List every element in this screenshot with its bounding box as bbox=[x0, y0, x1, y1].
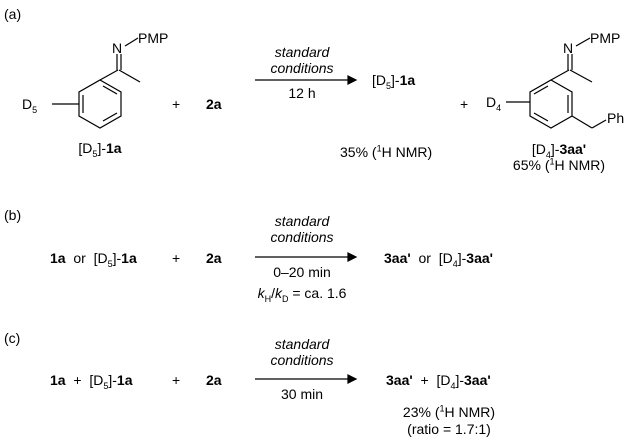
arrow-condition-bottom: 30 min bbox=[280, 386, 324, 402]
benzyl-bond bbox=[591, 119, 607, 129]
benzyl-bond bbox=[571, 115, 593, 129]
reactant-d5-label: D5 bbox=[22, 96, 38, 115]
product-n-atom: N bbox=[563, 40, 574, 56]
product-ring bbox=[529, 79, 573, 129]
panel-c-yield: 23% (1H NMR) bbox=[402, 403, 496, 420]
reagent-2a: 2a bbox=[206, 250, 222, 266]
product-ph-group: Ph bbox=[607, 110, 625, 126]
product2-yield: 65% (1H NMR) bbox=[512, 156, 606, 173]
reactant-ring bbox=[78, 79, 122, 129]
methyl-bond bbox=[118, 69, 141, 83]
n-pmp-bond bbox=[575, 37, 591, 47]
plus-sign: + bbox=[172, 372, 181, 388]
product-d5-1a: [D5]-1a bbox=[372, 72, 416, 91]
n-pmp-bond bbox=[124, 37, 139, 47]
panel-c-products: 3aa' + [D4]-3aa' bbox=[386, 372, 491, 391]
plus-sign: + bbox=[172, 250, 181, 266]
reagent-2a: 2a bbox=[206, 372, 222, 388]
aryl-c-bond bbox=[99, 69, 119, 81]
arrow-condition-top: conditions bbox=[270, 229, 334, 245]
panel-c-ratio: (ratio = 1.7:1) bbox=[407, 421, 491, 437]
ring-double-bond bbox=[102, 85, 118, 95]
arrow-condition-top: conditions bbox=[270, 60, 334, 76]
panel-c-reactants: 1a + [D5]-1a bbox=[50, 372, 133, 391]
ring-double-bond bbox=[533, 112, 549, 122]
product-pmp-group: PMP bbox=[590, 30, 621, 46]
reactant-pmp-group: PMP bbox=[138, 30, 169, 46]
arrow-condition-bottom: 12 h bbox=[288, 85, 316, 101]
arrow-condition-top: standard bbox=[274, 336, 330, 352]
methyl-bond bbox=[569, 69, 593, 83]
aryl-c-bond bbox=[550, 69, 570, 81]
kie-value: kH/kD = ca. 1.6 bbox=[257, 285, 347, 304]
panel-a-label: (a) bbox=[4, 6, 22, 22]
ring-double-bond bbox=[533, 85, 549, 95]
product-d4-3aa-caption: [D4]-3aa' bbox=[531, 141, 587, 160]
arrow-condition-top: standard bbox=[274, 213, 330, 229]
panel-b-products: 3aa' or [D4]-3aa' bbox=[384, 250, 493, 269]
plus-sign: + bbox=[460, 96, 469, 112]
product1-yield: 35% (1H NMR) bbox=[340, 143, 433, 160]
panel-b-reactants: 1a or [D5]-1a bbox=[50, 250, 137, 269]
panel-b-label: (b) bbox=[4, 207, 22, 223]
arrow-condition-bottom: 0–20 min bbox=[273, 264, 331, 280]
plus-sign: + bbox=[172, 96, 181, 112]
reagent-2a: 2a bbox=[206, 96, 222, 112]
arrow-condition-top: conditions bbox=[270, 352, 334, 368]
reactant-d5-1a-caption: [D5]-1a bbox=[78, 140, 122, 159]
product-d4-label: D4 bbox=[486, 94, 502, 113]
panel-c-label: (c) bbox=[4, 330, 21, 346]
ring-double-bond bbox=[102, 112, 118, 122]
arrow-condition-top: standard bbox=[274, 44, 330, 60]
reactant-n-atom: N bbox=[112, 40, 123, 56]
